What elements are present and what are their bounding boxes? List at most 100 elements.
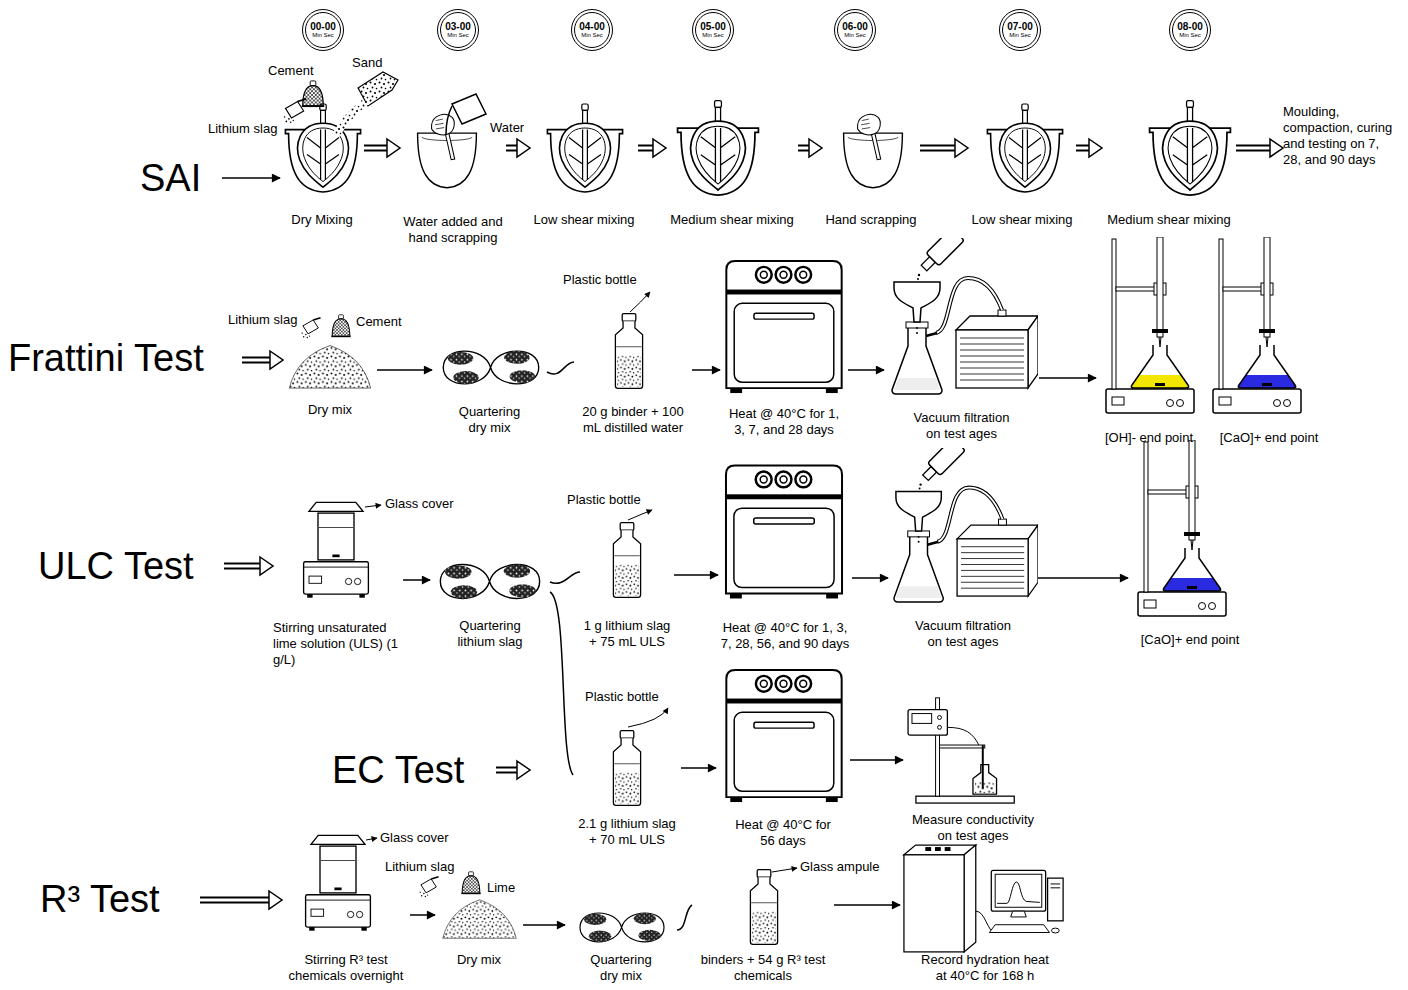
flow-arrow [410,915,435,916]
timer-text: Min Sec [447,32,469,39]
process-step: Vacuum filtration on test ages [888,448,1038,650]
timer-text: Min Sec [1009,32,1031,39]
oven-icon [726,670,841,802]
process-step: Water added and hand scrapping [400,88,506,246]
double-arrow-head [260,557,273,575]
process-step: Stirring R³ test chemicals overnight [282,831,410,984]
part-label: Lime [487,881,515,895]
step-caption: Quartering dry mix [586,952,656,984]
process-step: Measure conductivity on test ages [903,686,1043,844]
part-label: Glass cover [380,831,449,845]
leader-line [628,510,652,520]
leader-line [772,868,797,872]
step-caption: [OH]- end point [1096,430,1202,446]
flow-arrow [506,139,530,157]
step-caption: Heat @ 40°C for 1, 3, 7, 28, 56, and 90 … [718,620,852,652]
process-step: Hand scrapping [822,88,920,228]
timer-text: Min Sec [1179,32,1201,39]
oven-icon [726,466,842,599]
flow-arrow [677,905,692,930]
mixer-bowl [1150,101,1231,196]
flow-arrow [638,139,666,157]
flow-line [848,369,884,371]
mixer-bowl [678,101,759,196]
double-arrow-inner [364,147,390,150]
double-arrow-inner [224,565,263,568]
double-arrow-outer [364,145,390,152]
flow-arrow [920,139,968,157]
row-title-text: Frattini Test [8,336,204,380]
step-caption: Water added and hand scrapping [400,214,506,246]
part-label: Sand [352,56,382,70]
double-arrow-outer [224,563,263,570]
double-arrow-inner [920,147,958,150]
process-step: Dry mix [283,336,377,418]
double-arrow-head [387,139,400,157]
leader-line [628,708,668,727]
process-step: Heat @ 40°C for 1, 3, 7, and 28 days [720,256,848,438]
flow-arrow [200,891,282,909]
flow-arrow [850,760,903,761]
step-caption: Quartering dry mix [455,404,525,436]
part-label: Plastic bottle [585,690,659,704]
step-caption: Measure conductivity on test ages [907,812,1039,844]
oven-icon [726,261,841,393]
titration-stand [1138,440,1226,616]
calorimeter-icon [904,845,1063,952]
process-step: Moulding, compaction, curing and testing… [1283,104,1395,214]
timer-text: 07-00 [1007,21,1033,32]
step-caption: Quartering lithium slag [442,618,538,650]
flow-line [834,904,900,906]
pointer-arrow [517,761,530,779]
part-label: Cement [356,315,402,329]
scoop-icon [302,318,321,338]
process-step: 1 g lithium slag + 75 mL ULS [580,517,674,650]
double-arrow-head [1270,139,1283,157]
stirrer-icon [304,502,369,597]
flow-arrow [222,178,280,179]
flow-arrow [798,139,822,157]
double-arrow-inner [242,359,273,362]
step-caption: Stirring R³ test chemicals overnight [282,952,410,984]
part-label: Cement [268,64,314,78]
step-caption: Low shear mixing [968,212,1076,228]
flow-curve [550,572,580,583]
step-caption: Medium shear mixing [666,212,798,228]
flow-arrow [547,362,574,374]
timer-text: Min Sec [702,32,724,39]
process-step: Quartering dry mix [565,903,677,984]
quartering-icon [443,351,538,384]
flow-line [523,924,565,926]
flow-line [410,914,435,916]
scoop-icon [284,99,306,123]
step-caption: binders + 54 g R³ test chemicals [692,952,834,984]
titration-stand [1106,237,1194,413]
part-label: Plastic bottle [563,273,637,287]
step-caption: Low shear mixing [530,212,638,228]
bottle-icon [615,314,642,389]
filtration-icon [894,438,1038,602]
process-step: Medium shear mixing [666,88,798,228]
leader-line [630,292,650,312]
process-step: [CaO]+ end point [1128,438,1252,648]
part-label: Glass ampule [800,860,879,874]
titration-icon [1213,237,1301,413]
titration-liquid [1238,375,1295,388]
step-caption: Dry mix [435,952,523,968]
step-caption: Moulding, compaction, curing and testing… [1283,104,1395,168]
row-title-text: EC Test [332,748,464,792]
timer-circle: 05-00Min Sec [692,9,734,51]
step-caption: Heat @ 40°C for 56 days [729,817,837,849]
double-arrow-head [809,139,822,157]
step-caption: 1 g lithium slag + 75 mL ULS [580,618,674,650]
part-label: Lithium slag [385,860,454,874]
row-title-text: ULC Test [38,544,194,588]
flow-curve [547,362,574,374]
timer-text: 05-00 [700,21,726,32]
conductivity-meter [908,698,1014,803]
part-label: Lithium slag [228,313,297,327]
process-step: Stirring unsaturated lime solution (ULS)… [273,498,403,668]
titration-icon [1138,440,1226,616]
step-caption: [CaO]+ end point [1205,430,1333,446]
